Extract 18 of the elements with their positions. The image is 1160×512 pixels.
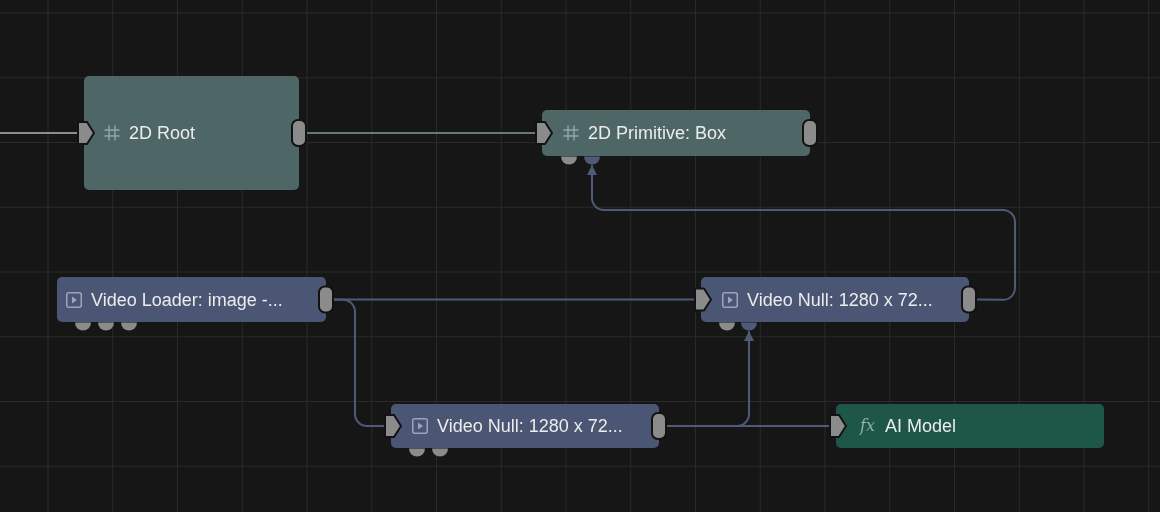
node-title: Video Null: 1280 x 72... bbox=[747, 288, 933, 311]
node-title: Video Loader: image -... bbox=[91, 288, 283, 311]
function-symbol: fx bbox=[860, 416, 875, 436]
node-title: 2D Primitive: Box bbox=[588, 122, 727, 144]
node-card bbox=[391, 404, 659, 448]
arrow bbox=[587, 164, 1016, 301]
node-card bbox=[701, 277, 969, 322]
connector-line bbox=[305, 121, 553, 145]
connector-line bbox=[665, 414, 847, 438]
connector-line bbox=[332, 298, 402, 438]
node-title: 2D Root bbox=[129, 122, 196, 144]
connector-line bbox=[0, 121, 95, 145]
node-card bbox=[84, 76, 299, 190]
node-card bbox=[542, 110, 810, 156]
node-card bbox=[836, 404, 1104, 448]
node-title: Video Null: 1280 x 72... bbox=[437, 415, 623, 437]
node-card bbox=[57, 277, 326, 322]
node-title: AI Model bbox=[884, 415, 956, 437]
